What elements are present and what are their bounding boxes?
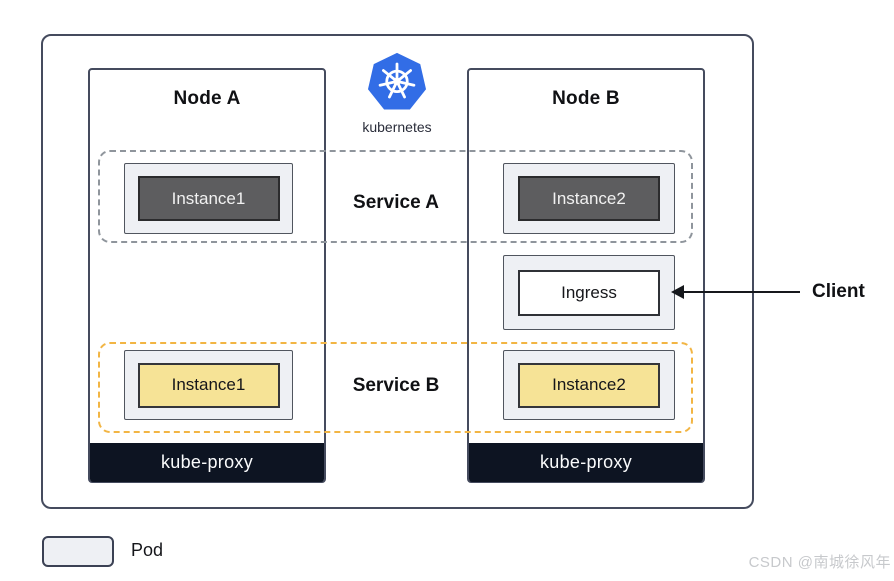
- client-label: Client: [812, 281, 865, 302]
- service-a-boundary: [98, 150, 693, 243]
- watermark: CSDN @南城徐风年: [748, 554, 891, 571]
- service-b-label: Service B: [352, 375, 440, 396]
- pod-service-a-node-b: Instance2: [503, 163, 675, 234]
- node-a-title: Node A: [173, 88, 241, 109]
- kubernetes-logo: kubernetes: [360, 52, 434, 135]
- legend-pod-swatch: [42, 536, 114, 567]
- kube-proxy-bar-node-b: kube-proxy: [469, 443, 703, 482]
- legend-pod-label: Pod: [131, 540, 164, 560]
- ingress-box: Ingress: [518, 269, 660, 316]
- pod-service-b-node-a: Instance1: [124, 350, 293, 420]
- node-b-title: Node B: [552, 88, 620, 109]
- pod-ingress: Ingress: [503, 255, 675, 330]
- pod-service-a-node-a: Instance1: [124, 163, 293, 234]
- service-a-label: Service A: [353, 192, 439, 213]
- instance-service-b-node-a: Instance1: [137, 362, 280, 408]
- pod-service-b-node-b: Instance2: [503, 350, 675, 420]
- client-arrow-line: [681, 291, 800, 293]
- instance-service-b-node-b: Instance2: [518, 362, 660, 408]
- client-arrow-head-icon: [671, 285, 684, 299]
- kube-proxy-bar-node-a: kube-proxy: [90, 443, 324, 482]
- instance-service-a-node-b: Instance2: [518, 176, 660, 221]
- kubernetes-label: kubernetes: [362, 119, 432, 135]
- service-b-boundary: [98, 342, 693, 433]
- kubernetes-icon: [367, 52, 427, 110]
- instance-service-a-node-a: Instance1: [137, 176, 280, 221]
